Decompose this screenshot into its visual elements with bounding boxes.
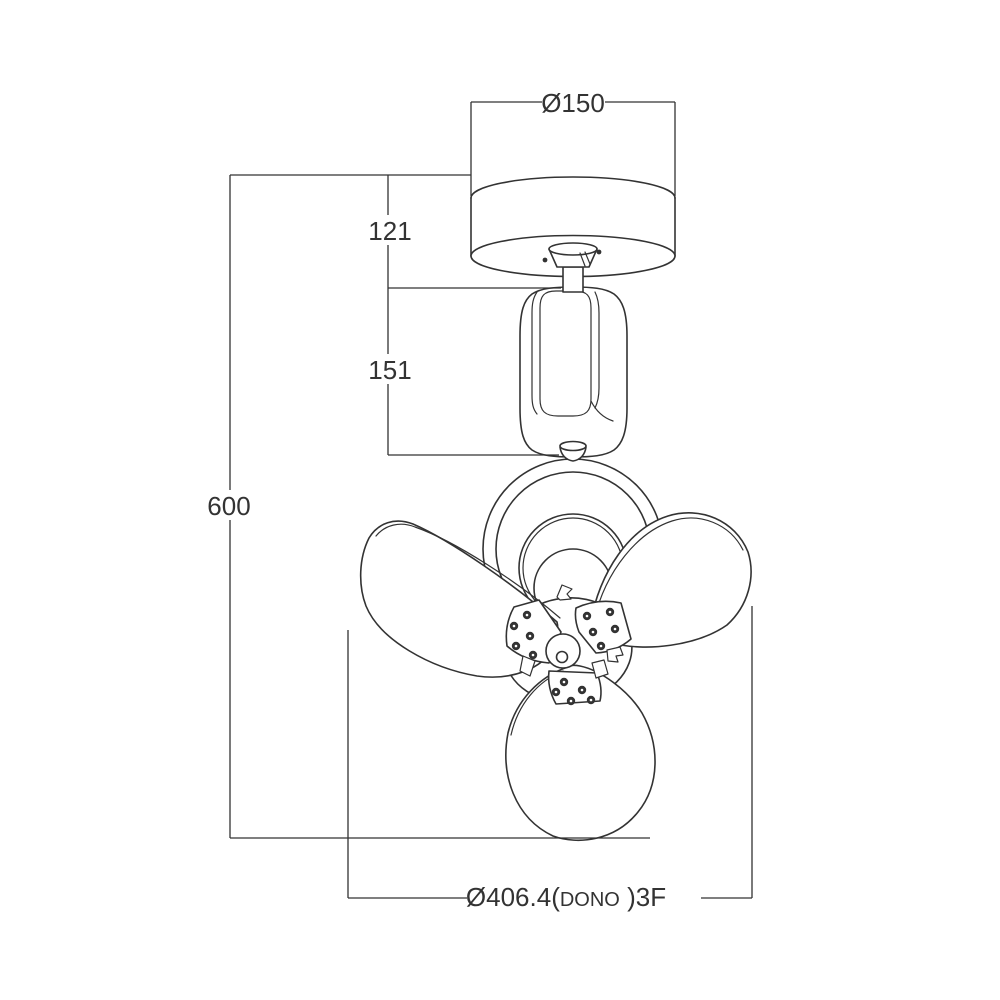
motor-facet-line-left	[531, 291, 538, 415]
dim-blade-sweep: Ø406.4(DONO )3F	[347, 606, 753, 912]
clip-tab-top	[556, 584, 573, 601]
dim-canopy-diameter-label: Ø150	[541, 88, 605, 118]
motor-barrel-outline	[519, 286, 628, 458]
mount-cup-rim	[548, 242, 598, 256]
downrod	[542, 242, 602, 293]
hub-assembly	[505, 584, 632, 706]
motor-center-panel	[539, 290, 592, 417]
clip-tab-bottom-right	[591, 659, 609, 679]
cup-screw-right	[596, 249, 602, 255]
dim-motor-height-label: 151	[368, 355, 411, 385]
hub-center-hole	[555, 650, 569, 664]
dim-upper-sections: 121 151	[366, 175, 561, 456]
iron-screws-bottom	[551, 677, 596, 706]
dim-upper-height-label: 121	[368, 216, 411, 246]
dim-overall-height-label: 600	[207, 491, 250, 521]
finial-cap	[559, 440, 587, 452]
iron-screws-right	[582, 607, 620, 651]
cup-screw-left	[542, 257, 548, 263]
finial	[559, 440, 587, 462]
mount-cup-seam-1	[579, 252, 586, 267]
motor-facet-line-right	[594, 291, 600, 409]
motor-body	[519, 286, 628, 458]
fan-drawing	[359, 176, 752, 842]
blade-left-leading-edge	[375, 523, 561, 619]
clip-tab-bottom-left	[519, 655, 536, 677]
dim-blade-sweep-label: Ø406.4(DONO )3F	[466, 882, 666, 912]
motor-facet-curve	[590, 400, 614, 422]
blades	[359, 512, 752, 842]
mount-cup-seam-2	[584, 251, 591, 265]
canopy-top-rim	[470, 176, 676, 199]
dim-overall-height: 600	[205, 175, 650, 839]
downrod-stem	[562, 266, 584, 293]
blade-bottom	[505, 664, 656, 842]
dimension-annotations: Ø150 121 151 600 Ø406.4(DONO )3F	[205, 88, 753, 912]
iron-screws-left	[509, 610, 538, 660]
blade-right-leading-edge	[593, 517, 744, 621]
dim-canopy-diameter: Ø150	[470, 88, 676, 196]
clip-tab-right	[606, 646, 624, 663]
